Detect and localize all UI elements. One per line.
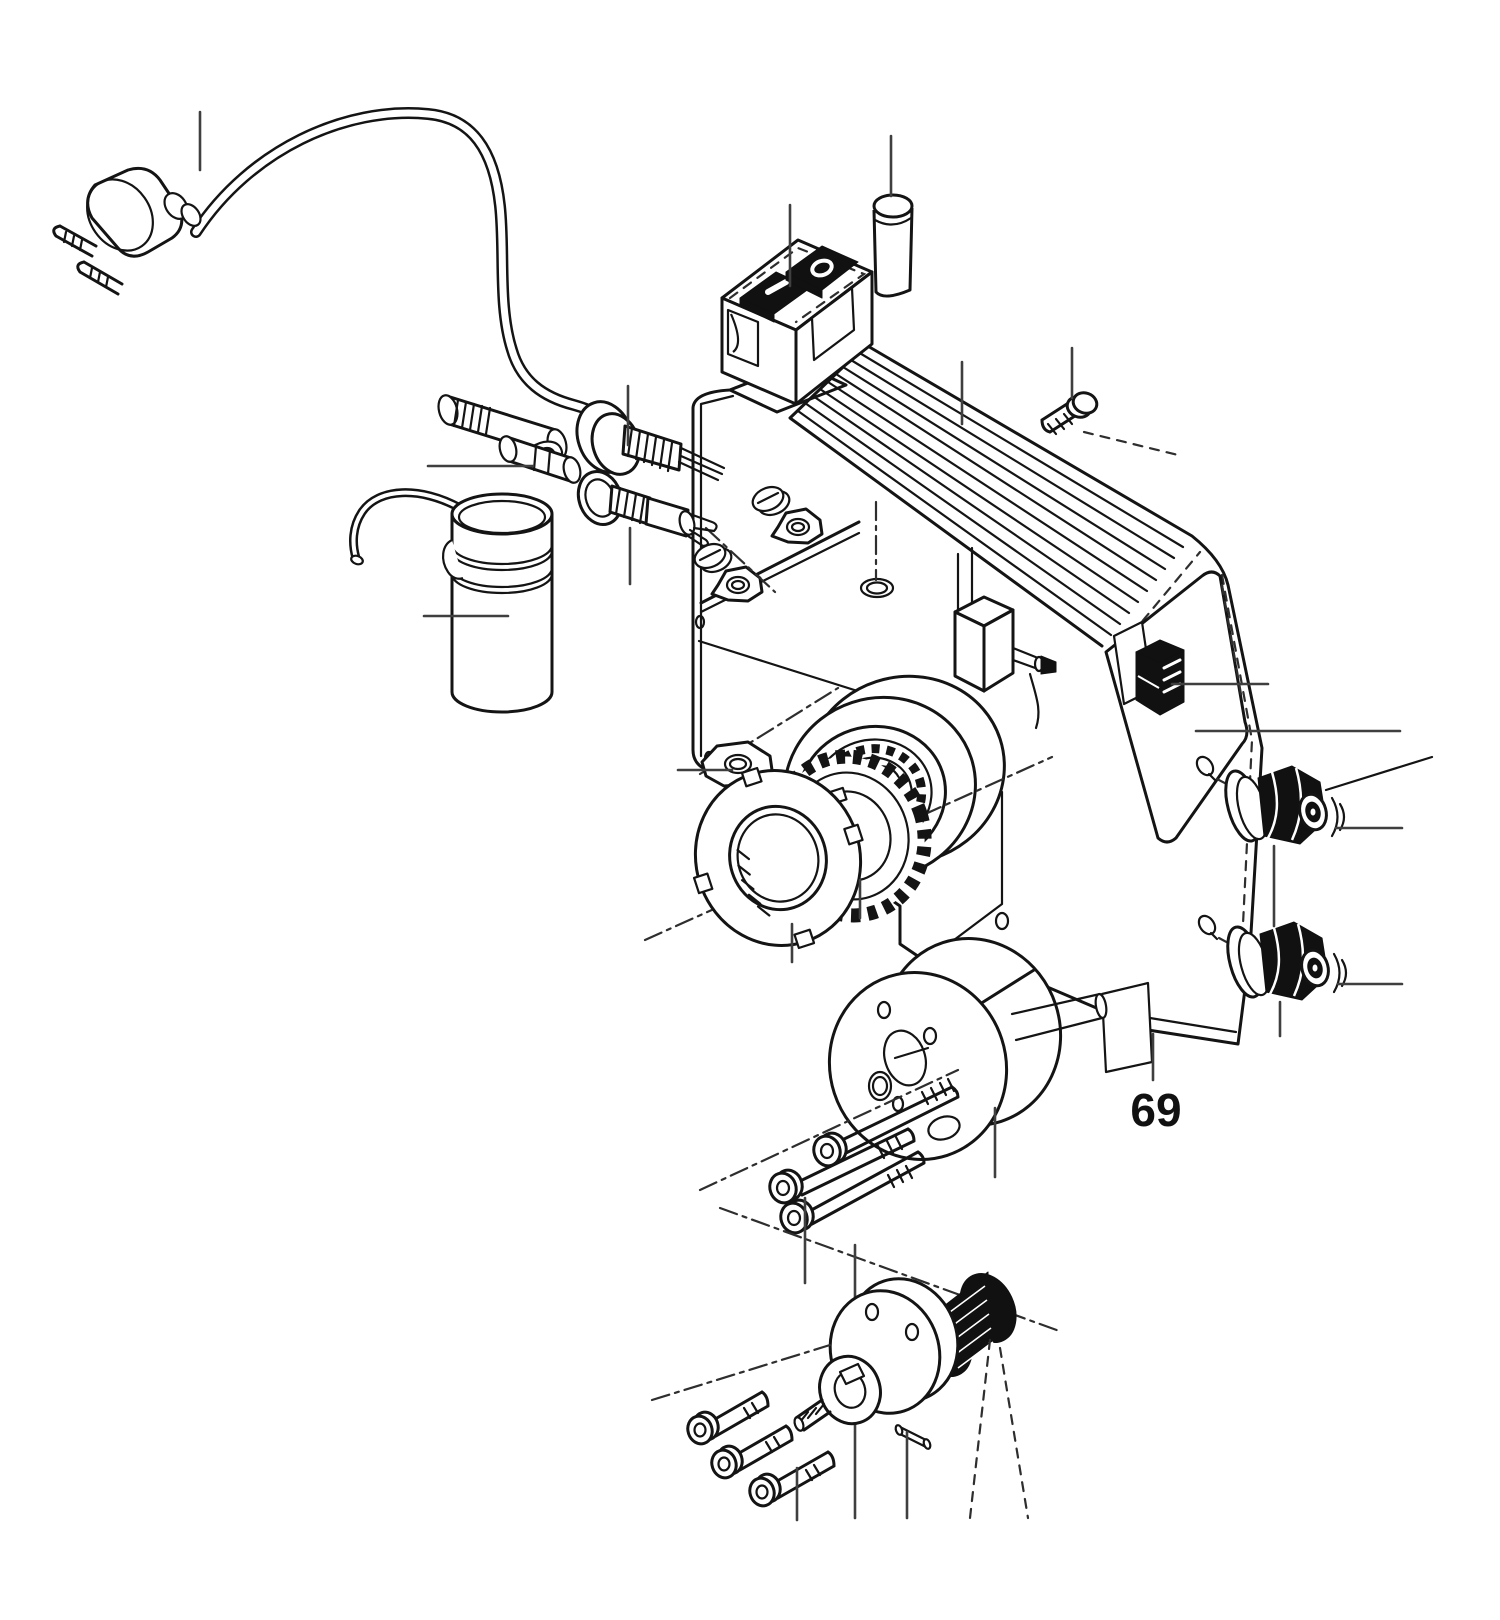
crank-screw-axis xyxy=(650,1343,832,1402)
power-on-icon xyxy=(765,279,789,295)
projection-line xyxy=(998,1346,1030,1520)
plate-screw-and-nut xyxy=(693,542,764,603)
valve-diagonal-line xyxy=(1324,755,1434,792)
outlet-valve-lower xyxy=(1226,921,1348,1001)
plate-screw-and-nut xyxy=(751,485,824,545)
terminal-pin-tip xyxy=(1040,655,1057,675)
crank-eccentric xyxy=(793,1271,1017,1450)
valve-screw-upper xyxy=(1195,755,1244,794)
lower-gland xyxy=(576,470,718,548)
flange-screw-axis xyxy=(698,1068,960,1192)
gland-axis-line xyxy=(704,526,777,594)
assembly-link-axis xyxy=(718,1206,1064,1334)
plug-pin xyxy=(76,260,124,296)
ring-nut xyxy=(692,766,864,950)
power-switch xyxy=(720,238,874,406)
shaft-bracket xyxy=(1100,981,1154,1074)
switch-side-window xyxy=(810,286,856,362)
power-cord xyxy=(52,107,617,435)
valve-screw-lower xyxy=(1197,914,1247,954)
housing-screw xyxy=(1040,391,1180,457)
mains-plug xyxy=(52,166,202,296)
leader-lines xyxy=(198,110,1404,1522)
power-off-key xyxy=(785,245,859,299)
part-number-label: 69 xyxy=(1130,1084,1181,1136)
flow-marks-icon xyxy=(1330,796,1346,838)
power-off-icon xyxy=(810,258,834,278)
capacitor xyxy=(349,488,554,714)
switch-side-flap xyxy=(726,308,760,368)
switch-cover-pin xyxy=(872,193,914,298)
plate-hole xyxy=(694,614,706,630)
side-rocker-switch xyxy=(1112,620,1185,716)
cable-gland-parts xyxy=(437,394,726,548)
flange-screws xyxy=(768,1077,960,1235)
plug-pin xyxy=(52,224,98,258)
eccentric-hub xyxy=(793,1354,882,1432)
housing-silhouette xyxy=(691,343,1264,1046)
insulating-sleeve xyxy=(498,435,582,484)
flow-marks-icon xyxy=(1332,952,1348,994)
terminal-block xyxy=(953,546,1057,730)
crank-screws xyxy=(686,1390,836,1508)
motor-flange xyxy=(827,937,1108,1161)
bulkhead-gland xyxy=(575,400,726,482)
projection-line xyxy=(968,1338,992,1520)
outlet-valve-upper xyxy=(1224,765,1346,845)
dowel-pin xyxy=(894,1424,932,1450)
